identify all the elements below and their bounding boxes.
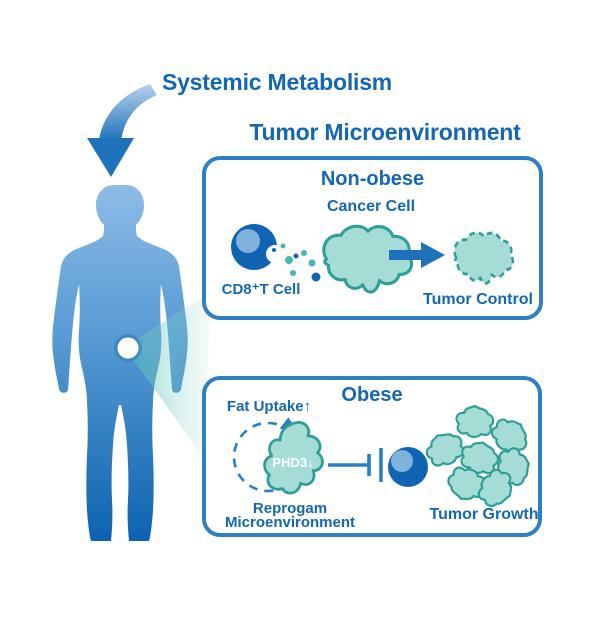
tumor-cluster-icon [422, 404, 536, 510]
suppressed-tcell-icon [388, 447, 428, 487]
systemic-metabolism-title: Systemic Metabolism [161, 69, 393, 95]
fat-uptake-label: Fat Uptake↑ [226, 398, 312, 415]
systemic-to-body-arrow-icon [87, 84, 157, 177]
obese-panel: Obese Fat Uptake↑ PHD3↓ [202, 376, 542, 537]
cd8-tcell-label: CD8⁺T Cell [221, 281, 301, 298]
obese-panel-title: Obese [341, 384, 403, 406]
human-body-silhouette [52, 185, 188, 541]
non-obese-panel-title: Non-obese [320, 168, 425, 190]
phd3-cancer-cell-icon [263, 421, 324, 495]
tumor-growth-label: Tumor Growth [429, 506, 539, 523]
cancer-cell-icon [322, 224, 414, 294]
tumor-control-arrow-icon [389, 242, 445, 268]
magnifier-beam [132, 292, 211, 458]
reprogram-line1: Reprogam [252, 500, 328, 517]
dying-cancer-cell-icon [453, 231, 515, 285]
non-obese-panel: Non-obese Cancer Cell CD8⁺T Cell [202, 156, 543, 320]
phd3-label: PHD3↓ [272, 455, 314, 470]
tumor-microenvironment-title: Tumor Microenvironment [249, 119, 521, 145]
reprogram-microenvironment-label: Reprogam Microenvironment [224, 500, 356, 531]
inhibition-symbol-icon [328, 448, 383, 482]
tumor-control-label: Tumor Control [423, 291, 533, 308]
cd8-tcell-icon [231, 224, 321, 282]
cancer-cell-label: Cancer Cell [326, 198, 416, 215]
reprogram-line2: Microenvironment [224, 514, 356, 531]
lens-circle [114, 334, 142, 362]
